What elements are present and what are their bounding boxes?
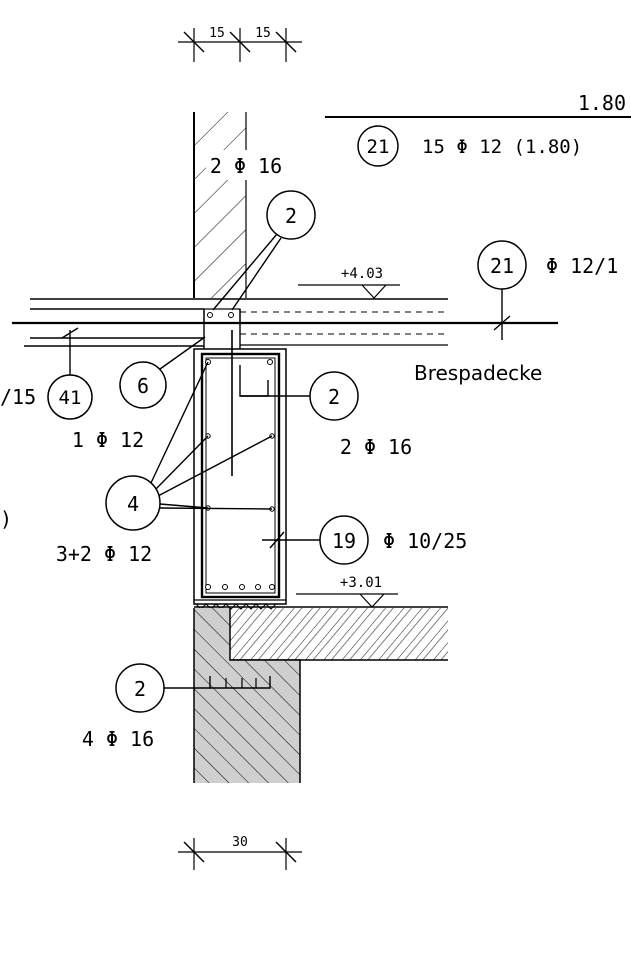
callout-21-mid-text: Φ 12/1 bbox=[546, 254, 618, 278]
ceiling-level: +4.03 bbox=[341, 266, 383, 282]
callout-2-mid-number: 2 bbox=[328, 385, 340, 409]
callout-2-mid-text: 2 Φ 16 bbox=[340, 435, 412, 459]
beam bbox=[193, 308, 287, 610]
ceiling-level-marker: +4.03 bbox=[298, 266, 400, 299]
callout-19-text: Φ 10/25 bbox=[383, 529, 467, 553]
callout-41-number: 41 bbox=[59, 387, 82, 409]
callout-41: /15 41 1 Φ 12 bbox=[0, 327, 144, 452]
wall-bars-label: 2 Φ 16 bbox=[210, 154, 282, 178]
callout-41-text: 1 Φ 12 bbox=[72, 428, 144, 452]
left-paren: ) bbox=[0, 507, 12, 531]
callout-2-top: 2 bbox=[212, 190, 316, 311]
callout-19-number: 19 bbox=[332, 529, 356, 553]
slab-name: Brespadecke bbox=[414, 361, 542, 385]
callout-2-top-number: 2 bbox=[285, 204, 297, 228]
callout-2-bot: 2 4 Φ 16 bbox=[82, 663, 271, 751]
callout-21-top-text: 15 Φ 12 (1.80) bbox=[422, 136, 582, 158]
callout-21-mid-number: 21 bbox=[490, 254, 514, 278]
floor-construction bbox=[194, 606, 448, 661]
top-right-level: 1.80 bbox=[325, 91, 631, 118]
callout-2-bot-number: 2 bbox=[134, 677, 146, 701]
callout-4-number: 4 bbox=[127, 492, 139, 516]
floor-level: +3.01 bbox=[340, 575, 382, 591]
callout-19: 19 Φ 10/25 bbox=[262, 515, 467, 565]
bottom-dimension: 30 bbox=[178, 835, 302, 870]
callout-21-top-number: 21 bbox=[367, 136, 390, 158]
top-right-value: 1.80 bbox=[578, 91, 626, 115]
dim-top-right: 15 bbox=[255, 26, 271, 41]
dim-top-left: 15 bbox=[209, 26, 225, 41]
callout-6-number: 6 bbox=[137, 374, 149, 398]
upper-wall: 2 Φ 16 bbox=[193, 112, 286, 298]
slab: Brespadecke bbox=[12, 298, 558, 385]
left-partial-label: /15 bbox=[0, 385, 36, 409]
callout-21-top: 21 15 Φ 12 (1.80) bbox=[357, 125, 582, 167]
top-dimension: 15 15 bbox=[178, 26, 302, 62]
floor-level-marker: +3.01 bbox=[296, 575, 398, 608]
callout-21-mid: 21 Φ 12/1 bbox=[477, 240, 618, 340]
callout-2-mid: 2 2 Φ 16 bbox=[240, 371, 412, 459]
callout-4-text: 3+2 Φ 12 bbox=[56, 542, 152, 566]
lower-wall bbox=[193, 608, 301, 783]
dim-bottom: 30 bbox=[232, 835, 248, 850]
callout-6: 6 bbox=[119, 336, 206, 409]
callout-4: 4 3+2 Φ 12 ) bbox=[0, 361, 273, 566]
callout-2-bot-text: 4 Φ 16 bbox=[82, 727, 154, 751]
